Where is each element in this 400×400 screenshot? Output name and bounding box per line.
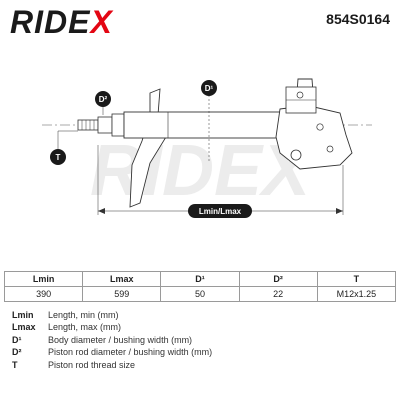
- knuckle-bracket: [275, 78, 353, 170]
- shock-absorber-drawing: RIDEX D¹ D² T Lmin/Lmax: [42, 78, 372, 218]
- col-d2: D²: [238, 271, 318, 287]
- legend-abbr: D²: [12, 347, 22, 358]
- d2-label: D²: [99, 95, 108, 104]
- list-item: T Piston rod thread size: [12, 359, 212, 371]
- list-item: D² Piston rod diameter / bushing width (…: [12, 346, 212, 358]
- d1-badge: [201, 80, 217, 96]
- bracket-bolt-hole-top: [296, 91, 304, 99]
- legend-desc: Length, min (mm): [48, 310, 119, 320]
- legend-desc: Length, max (mm): [48, 322, 122, 333]
- col-d1: D¹: [160, 271, 240, 287]
- legend: Lmin Length, min (mm) Lmax Length, max (…: [12, 309, 212, 371]
- val-d2: 22: [238, 286, 318, 302]
- val-lmin: 390: [3, 286, 84, 302]
- val-t: M12x1.25: [316, 286, 397, 302]
- header: RIDEX 854S0164: [0, 0, 400, 42]
- upper-collar: [111, 113, 125, 137]
- val-lmax: 599: [82, 286, 162, 302]
- table-row: 390 599 50 22 M12x1.25: [3, 286, 397, 302]
- d1-label: D¹: [205, 84, 214, 93]
- col-t: T: [316, 271, 397, 287]
- bracket-bolt-hole-small: [326, 145, 334, 153]
- legend-abbr: Lmax: [12, 322, 36, 333]
- logo-x: X: [90, 4, 113, 40]
- list-item: Lmax Length, max (mm): [12, 321, 212, 333]
- legend-desc: Body diameter / bushing width (mm): [48, 334, 193, 345]
- watermark: RIDEX: [90, 131, 314, 211]
- col-lmax: Lmax: [82, 271, 162, 287]
- specs-table: Lmin Lmax D¹ D² T 390 599 50 22 M12x1.25: [3, 271, 397, 302]
- specs-header-row: Lmin Lmax D¹ D² T: [3, 271, 397, 287]
- legend-desc: Piston rod diameter / bushing width (mm): [48, 347, 213, 358]
- t-badge: [50, 149, 66, 165]
- list-item: D¹ Body diameter / bushing width (mm): [12, 334, 212, 346]
- ridex-logo: RIDEX: [10, 4, 113, 41]
- col-lmin: Lmin: [3, 271, 84, 287]
- t-label: T: [56, 153, 61, 162]
- logo-text: RIDE: [10, 4, 91, 40]
- val-d1: 50: [160, 286, 240, 302]
- d2-badge: [95, 91, 111, 107]
- body-tube: [123, 111, 281, 139]
- bracket-bolt-hole-mid: [316, 123, 324, 131]
- legend-desc: Piston rod thread size: [48, 359, 136, 370]
- length-label: Lmin/Lmax: [199, 207, 242, 216]
- thread-end: [77, 119, 99, 131]
- piston-rod: [97, 116, 113, 134]
- length-badge: [188, 204, 252, 218]
- legend-abbr: D¹: [12, 334, 22, 345]
- legend-abbr: Lmin: [12, 310, 34, 320]
- legend-abbr: T: [12, 359, 18, 370]
- bracket-bolt-hole-lower: [290, 149, 302, 161]
- part-number: 854S0164: [326, 11, 390, 27]
- list-item: Lmin Length, min (mm): [12, 309, 212, 321]
